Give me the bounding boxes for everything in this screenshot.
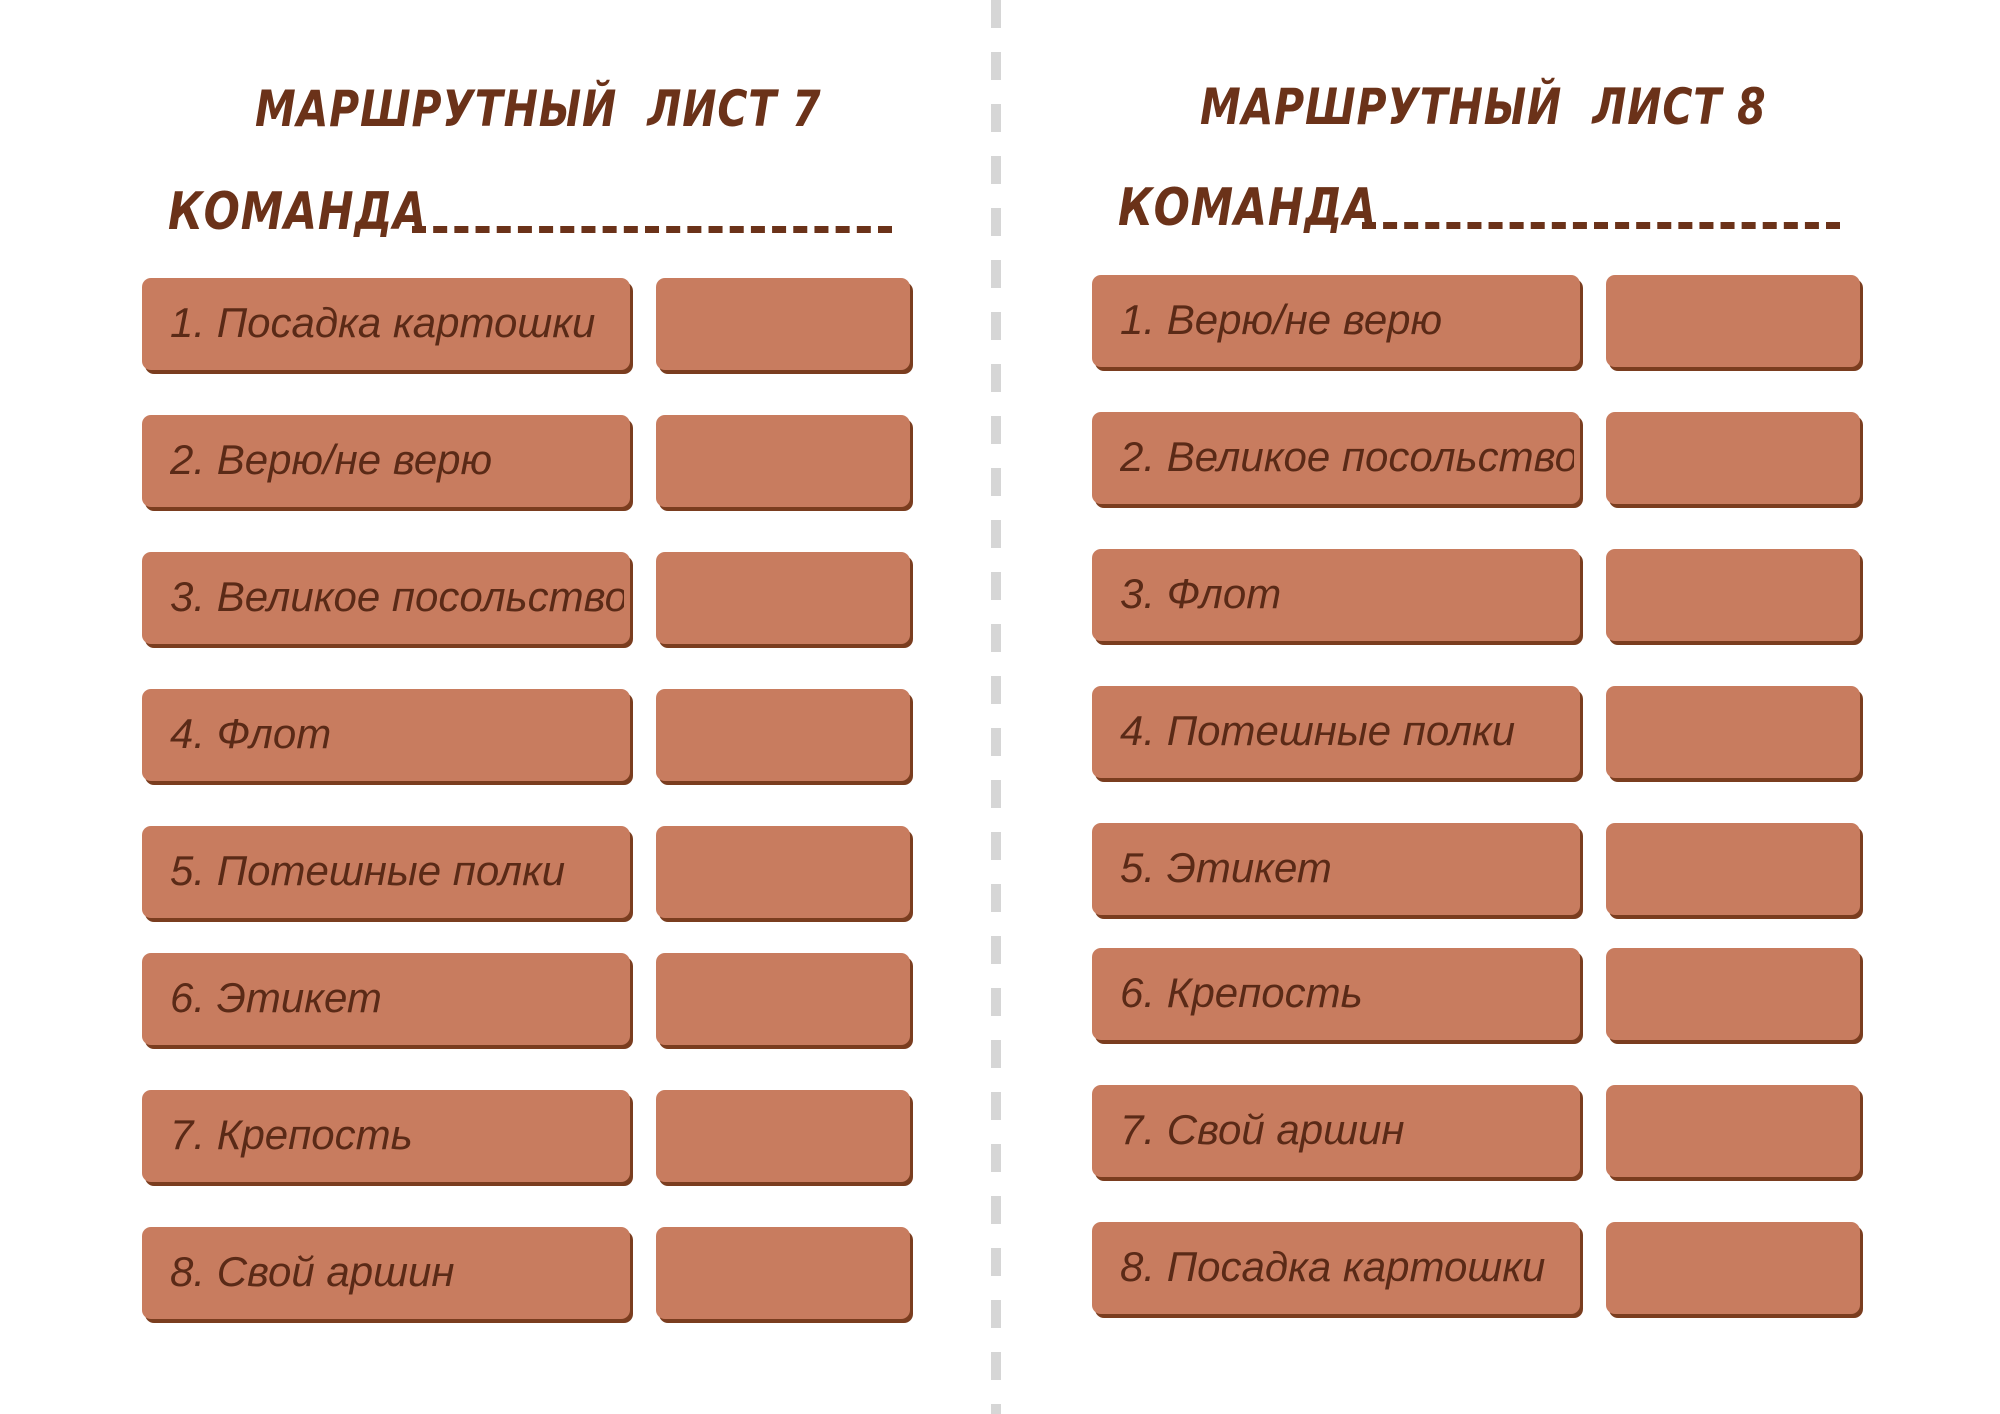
- station-label: 8. Свой аршин: [170, 1248, 455, 1295]
- station-label: 7. Свой аршин: [1120, 1106, 1405, 1153]
- station-label: 4. Потешные полки: [1120, 707, 1516, 754]
- team-label: КОМАНДА: [1118, 178, 1377, 238]
- station-row: 4. Флот: [142, 689, 630, 781]
- station-row: 7. Свой аршин: [1092, 1085, 1580, 1177]
- station-label: 7. Крепость: [170, 1111, 413, 1158]
- station-row: 1. Посадка картошки: [142, 278, 630, 370]
- team-label: КОМАНДА: [168, 182, 427, 242]
- score-box[interactable]: [1606, 686, 1860, 778]
- score-box[interactable]: [1606, 549, 1860, 641]
- station-row: 1. Верю/не верю: [1092, 275, 1580, 367]
- score-box[interactable]: [656, 826, 910, 918]
- score-box[interactable]: [656, 415, 910, 507]
- station-label: 3. Великое посольство: [170, 573, 624, 620]
- score-box[interactable]: [656, 278, 910, 370]
- score-box[interactable]: [1606, 823, 1860, 915]
- score-box[interactable]: [1606, 1085, 1860, 1177]
- station-label: 2. Верю/не верю: [170, 436, 493, 483]
- score-box[interactable]: [1606, 275, 1860, 367]
- sheet-title: МАРШРУТНЫЙ ЛИСТ 8: [1200, 78, 1767, 136]
- station-label: 1. Посадка картошки: [170, 299, 596, 346]
- station-row: 8. Свой аршин: [142, 1227, 630, 1319]
- station-row: 5. Потешные полки: [142, 826, 630, 918]
- score-box[interactable]: [656, 1227, 910, 1319]
- route-sheet-7: МАРШРУТНЫЙ ЛИСТ 7 КОМАНДА 1. Посадка кар…: [142, 80, 910, 1319]
- station-row: 6. Этикет: [142, 953, 630, 1045]
- score-box[interactable]: [1606, 412, 1860, 504]
- score-box[interactable]: [656, 953, 910, 1045]
- station-label: 2. Великое посольство: [1120, 433, 1574, 480]
- station-label: 8. Посадка картошки: [1120, 1243, 1546, 1290]
- sheet-title: МАРШРУТНЫЙ ЛИСТ 7: [255, 80, 822, 138]
- station-row: 4. Потешные полки: [1092, 686, 1580, 778]
- score-box[interactable]: [656, 1090, 910, 1182]
- station-row: 3. Флот: [1092, 549, 1580, 641]
- station-row: 5. Этикет: [1092, 823, 1580, 915]
- station-label: 5. Потешные полки: [170, 847, 566, 894]
- score-box[interactable]: [656, 689, 910, 781]
- station-row: 2. Великое посольство: [1092, 412, 1580, 504]
- station-label: 1. Верю/не верю: [1120, 296, 1443, 343]
- cut-line-divider: [991, 0, 1001, 1414]
- station-label: 4. Флот: [170, 710, 332, 757]
- station-label: 3. Флот: [1120, 570, 1282, 617]
- route-sheet-8: МАРШРУТНЫЙ ЛИСТ 8 КОМАНДА 1. Верю/не вер…: [1000, 0, 2000, 1414]
- station-label: 6. Крепость: [1120, 969, 1363, 1016]
- station-row: 7. Крепость: [142, 1090, 630, 1182]
- score-box[interactable]: [656, 552, 910, 644]
- score-box[interactable]: [1606, 1222, 1860, 1314]
- score-box[interactable]: [1606, 948, 1860, 1040]
- station-label: 5. Этикет: [1120, 844, 1332, 891]
- station-row: 2. Верю/не верю: [142, 415, 630, 507]
- team-name-line[interactable]: [1362, 222, 1840, 229]
- station-label: 6. Этикет: [170, 974, 382, 1021]
- station-row: 3. Великое посольство: [142, 552, 630, 644]
- team-name-line[interactable]: [412, 226, 892, 233]
- station-row: 6. Крепость: [1092, 948, 1580, 1040]
- station-row: 8. Посадка картошки: [1092, 1222, 1580, 1314]
